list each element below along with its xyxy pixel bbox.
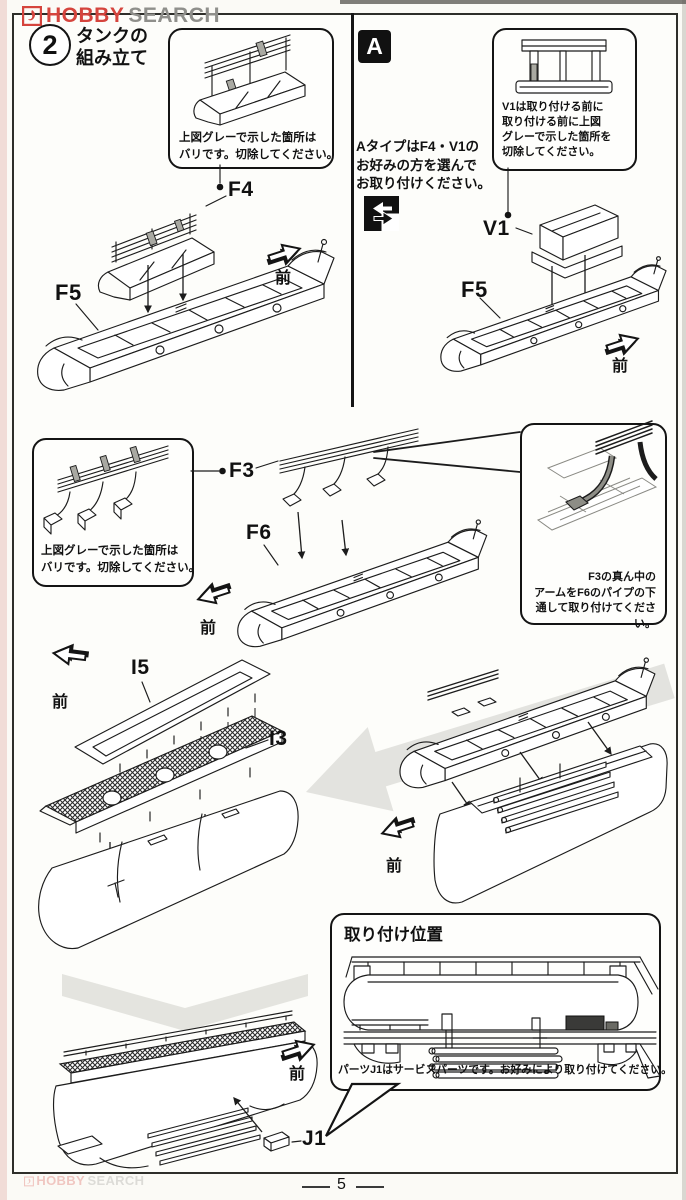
watermark-hobby: HOBBY: [46, 4, 125, 27]
page-number: 5: [337, 1176, 346, 1193]
burr-note-line2: バリです。切除してください。: [41, 562, 201, 575]
f3-note-line3: 通して取り付けてください。: [535, 602, 656, 630]
front-label: 前: [52, 694, 69, 711]
label-i3: I3: [269, 727, 288, 750]
step-number: 2: [42, 29, 58, 60]
watermark-search: SEARCH: [87, 1174, 145, 1189]
v1-note-line3: グレーで示した箇所を: [502, 130, 612, 143]
f3-note-line2: アームをF6のパイプの下: [534, 586, 656, 599]
label-f6: F6: [246, 521, 272, 544]
burr-note-line2: バリです。切除してください。: [179, 149, 339, 162]
label-f5-left: F5: [55, 280, 82, 305]
step-number-badge: 2: [29, 24, 71, 66]
v1-note-line1: V1は取り付ける前に: [502, 101, 604, 113]
section-a-badge: A: [358, 30, 391, 63]
front-label: 前: [612, 358, 629, 375]
hobbysearch-logo-icon: [24, 1176, 34, 1187]
burr-note-mid: 上図グレーで示した箇所は バリです。切除してください。: [41, 543, 200, 578]
label-j1: J1: [302, 1127, 327, 1150]
hobbysearch-logo-icon: [22, 6, 42, 26]
front-label: 前: [289, 1066, 306, 1083]
front-label: 前: [386, 858, 403, 875]
watermark-search: SEARCH: [128, 4, 221, 27]
label-i5: I5: [131, 656, 150, 679]
v1-note-line2: 取り付ける前に上図: [502, 115, 601, 128]
burr-note-top: 上図グレーで示した箇所は バリです。切除してください。: [179, 130, 338, 165]
section-a-note: AタイプはF4・V1の お好みの方を選んで お取り付けください。: [356, 138, 491, 194]
mount-box-title: 取り付け位置: [344, 926, 443, 944]
front-label: 前: [275, 270, 292, 287]
step-title-line2: 組み立て: [76, 47, 148, 68]
scan-edge-left: [0, 0, 7, 1200]
mount-box-note: パーツJ1はサービスパーツです。お好みにより取り付けてください。: [338, 1064, 672, 1076]
watermark-hobby: HOBBY: [36, 1174, 85, 1189]
v1-note-line4: 切除してください。: [502, 145, 601, 158]
label-v1: V1: [483, 217, 510, 240]
scan-edge-right: [682, 0, 686, 1200]
label-f5-right: F5: [461, 277, 488, 302]
f3-note-line1: F3の真ん中の: [588, 571, 656, 583]
hobbysearch-watermark-bottom: HOBBY SEARCH: [24, 1174, 144, 1189]
step-title: タンクの 組み立て: [76, 26, 148, 70]
front-label: 前: [200, 620, 217, 637]
scan-edge-top: [340, 0, 686, 4]
a-note-line1: AタイプはF4・V1の: [356, 139, 480, 154]
label-f3: F3: [229, 459, 255, 482]
a-note-line3: お取り付けください。: [356, 176, 491, 192]
section-divider: [351, 13, 354, 407]
page-number-dash-right: [356, 1186, 384, 1188]
step-title-line1: タンクの: [76, 26, 148, 46]
section-a-letter: A: [366, 33, 383, 59]
v1-note: V1は取り付ける前に 取り付ける前に上図 グレーで示した箇所を 切除してください…: [502, 100, 611, 160]
a-note-line2: お好みの方を選んで: [356, 157, 477, 173]
page-number-dash-left: [302, 1186, 330, 1188]
label-f4: F4: [228, 178, 254, 201]
burr-note-line1: 上図グレーで示した箇所は: [41, 545, 179, 557]
burr-note-line1: 上図グレーで示した箇所は: [179, 132, 317, 144]
f3-detail-note: F3の真ん中の アームをF6のパイプの下 通して取り付けてください。: [526, 570, 656, 632]
hobbysearch-watermark-top: HOBBY SEARCH: [22, 4, 220, 28]
